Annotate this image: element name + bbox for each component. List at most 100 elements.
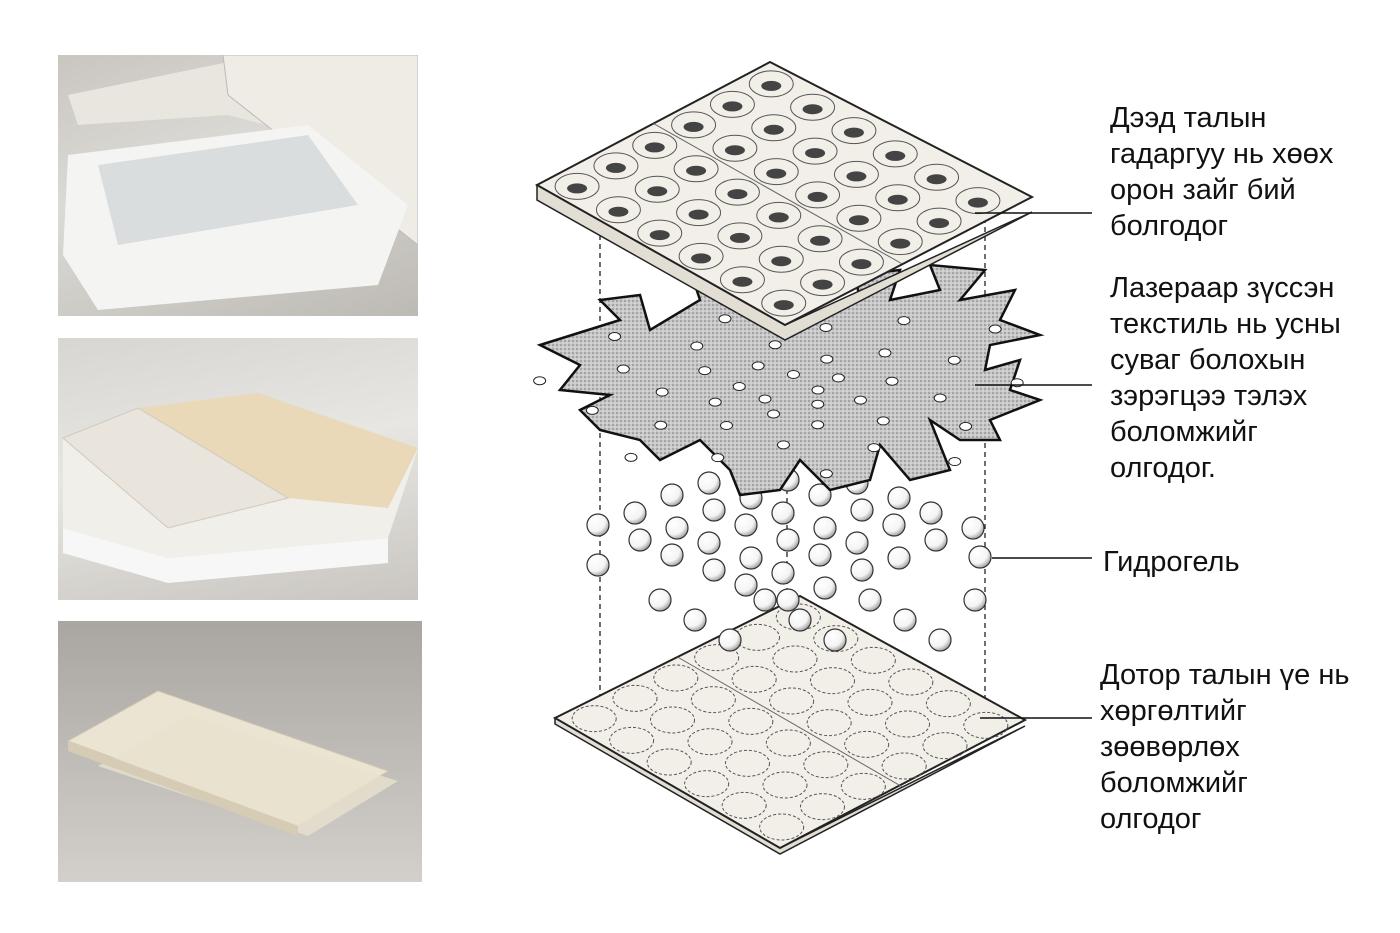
hydrogel-bead xyxy=(968,545,992,569)
label-inner-layer: Дотор талын үе нь хөргөлтийг зөөвөрлөх б… xyxy=(1100,659,1350,835)
textile-hole xyxy=(698,366,712,376)
plate-dimple xyxy=(712,134,758,162)
plate-dimple xyxy=(838,248,884,276)
plate-dimple xyxy=(646,748,692,776)
photo-half-covered xyxy=(58,338,418,600)
textile-hole xyxy=(751,361,765,371)
photo-layer-assembly xyxy=(58,55,418,316)
plate-dimple xyxy=(914,163,960,191)
plate-dimple xyxy=(632,131,678,159)
hydrogel-bead xyxy=(924,528,948,552)
textile-hole xyxy=(819,322,833,332)
hydrogel-bead xyxy=(739,546,763,570)
plate-dimple xyxy=(922,732,968,760)
textile-hole xyxy=(655,387,669,397)
hydrogel-bead xyxy=(776,588,800,612)
textile-hole xyxy=(811,399,825,409)
hydrogel-bead xyxy=(928,628,952,652)
plate-dimple xyxy=(872,140,918,168)
plate-dimple xyxy=(790,93,836,121)
hydrogel-bead xyxy=(660,483,684,507)
plate-dimple xyxy=(836,204,882,232)
plate-dimple xyxy=(694,644,740,672)
plate-dimple xyxy=(877,228,923,256)
plate-dimple xyxy=(888,668,934,696)
textile-hole xyxy=(608,332,622,342)
hydrogel-bead xyxy=(586,553,610,577)
plate-dimple xyxy=(765,729,811,757)
textile-hole xyxy=(853,395,867,405)
label-hydrogel: Гидрогель xyxy=(1103,546,1240,578)
plate-dimple xyxy=(593,152,639,180)
plate-dimple xyxy=(963,711,1009,739)
plate-dimple xyxy=(719,266,765,294)
plate-dimple xyxy=(758,245,804,273)
hydrogel-bead xyxy=(887,546,911,570)
textile-hole xyxy=(585,405,599,415)
textile-hole xyxy=(758,394,772,404)
textile-hole xyxy=(654,420,668,430)
plate-dimple xyxy=(813,625,859,653)
plate-dimple xyxy=(840,772,886,800)
plate-dimple xyxy=(761,289,807,317)
plate-dimple xyxy=(772,645,818,673)
plate-dimple xyxy=(748,70,794,98)
plate-dimple xyxy=(769,687,815,715)
plate-dimple xyxy=(554,172,600,200)
hydrogel-bead xyxy=(858,588,882,612)
bottom-inner-layer xyxy=(552,594,1028,855)
textile-hole xyxy=(811,420,825,430)
plate-dimple xyxy=(847,688,893,716)
plate-dimple xyxy=(759,813,805,841)
hydrogel-bead xyxy=(788,608,812,632)
hydrogel-bead xyxy=(850,498,874,522)
hydrogel-bead xyxy=(808,543,832,567)
plate-dimple xyxy=(831,117,877,145)
plate-dimple xyxy=(881,752,927,780)
plate-dimple xyxy=(800,269,846,297)
hydrogel-bead xyxy=(808,483,832,507)
plate-dimple xyxy=(795,181,841,209)
hydrogel-bead xyxy=(813,516,837,540)
textile-hole xyxy=(768,340,782,350)
hydrogel-bead xyxy=(893,608,917,632)
plate-dimple xyxy=(676,199,722,227)
hydrogel-bead xyxy=(845,531,869,555)
hydrogel-bead xyxy=(702,498,726,522)
hydrogel-bead xyxy=(753,588,777,612)
textile-hole xyxy=(708,397,722,407)
textile-hole xyxy=(720,420,734,430)
hydrogel-bead xyxy=(734,573,758,597)
plate-dimple xyxy=(731,665,777,693)
plate-dimple xyxy=(721,791,767,819)
plate-dimple xyxy=(751,114,797,142)
hydrogel-bead xyxy=(882,513,906,537)
hydrogel-bead xyxy=(776,528,800,552)
plate-dimple xyxy=(678,242,724,270)
plate-dimple xyxy=(797,225,843,253)
textile-hole xyxy=(959,421,973,431)
plate-dimple xyxy=(792,137,838,165)
plate-dimple xyxy=(844,730,890,758)
plate-dimple xyxy=(810,667,855,695)
textile-hole xyxy=(831,373,845,383)
plate-dimple xyxy=(756,201,802,229)
top-surface-plate xyxy=(534,60,1035,341)
plate-dimple xyxy=(690,686,736,714)
hydrogel-bead xyxy=(648,588,672,612)
hydrogel-bead xyxy=(771,561,795,585)
plate-dimple xyxy=(753,158,799,186)
plate-dimple xyxy=(717,222,763,250)
plate-dimple xyxy=(684,770,730,798)
plate-dimple xyxy=(714,178,760,206)
hydrogel-bead xyxy=(823,628,847,652)
textile-hole xyxy=(624,452,638,462)
plate-dimple xyxy=(687,728,733,756)
label-top-surface: Дээд талын гадаргуу нь хөөх орон зайг би… xyxy=(1110,102,1334,242)
photo-top-plate xyxy=(58,621,422,882)
textile-hole xyxy=(718,314,732,324)
plate-dimple xyxy=(803,751,849,779)
hydrogel-bead xyxy=(734,513,758,537)
plate-dimple xyxy=(833,160,879,188)
plate-dimple xyxy=(637,219,683,247)
